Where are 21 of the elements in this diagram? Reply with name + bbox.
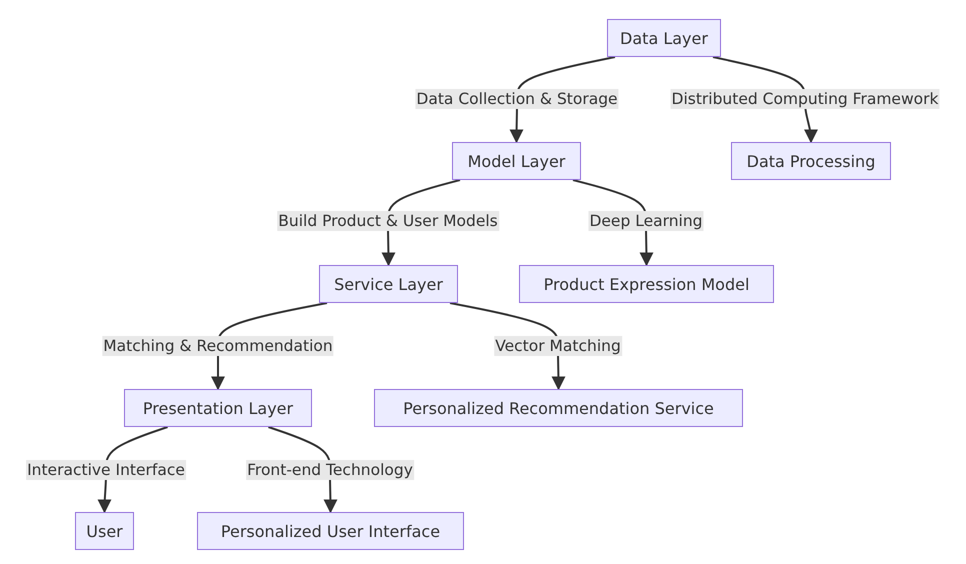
edge-label: Data Collection & Storage <box>415 89 619 109</box>
process-box: Product Expression Model <box>519 265 774 303</box>
process-box: User <box>75 512 134 550</box>
edge-label: Interactive Interface <box>26 460 186 480</box>
edge-label: Build Product & User Models <box>277 211 499 231</box>
edge-label: Distributed Computing Framework <box>670 89 940 109</box>
edge-label: Deep Learning <box>588 211 704 231</box>
process-box: Data Layer <box>607 19 721 57</box>
process-box: Presentation Layer <box>124 389 312 427</box>
arrow <box>211 302 328 390</box>
edge-label: Vector Matching <box>494 336 622 356</box>
process-box: Personalized User Interface <box>197 512 464 550</box>
arrow <box>450 302 566 390</box>
process-box: Personalized Recommendation Service <box>374 389 743 427</box>
arrow <box>712 56 818 144</box>
process-box: Data Processing <box>731 142 891 180</box>
arrow <box>510 56 616 144</box>
process-box: Service Layer <box>319 265 458 303</box>
edge-label: Matching & Recommendation <box>102 336 334 356</box>
process-box: Model Layer <box>452 142 581 180</box>
edge-label: Front-end Technology <box>246 460 414 480</box>
